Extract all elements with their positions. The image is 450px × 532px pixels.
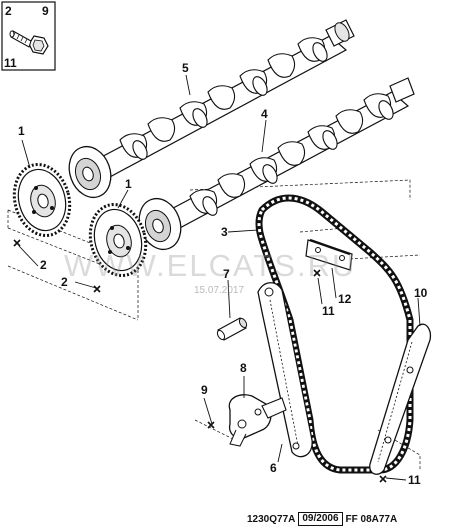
footer-code-left: 1230Q77A: [247, 513, 296, 525]
callout-12-guide: 12: [338, 292, 352, 306]
sprocket-upper: [12, 163, 72, 237]
inset-label-top-right: 9: [42, 4, 49, 18]
callout-3-chain: 3: [221, 225, 228, 239]
callout-4-camshaft: 4: [261, 107, 268, 121]
callout-1-upper-sprocket: 1: [18, 124, 25, 138]
callout-5-camshaft: 5: [182, 61, 189, 75]
callout-11-lower: 11: [408, 473, 421, 487]
watermark-text: WWW.ELCATS.RU: [64, 248, 357, 283]
footer-code-right: FF 08A77A: [345, 513, 398, 525]
callout-6-tensioner-guide: 6: [270, 461, 277, 475]
callout-2-lower: 2: [61, 275, 68, 289]
watermark-date: 15.07.2017: [194, 285, 245, 296]
camshaft-lower: [138, 77, 415, 251]
callout-7-pin: 7: [223, 267, 230, 281]
camshaft-upper: [68, 19, 355, 199]
sprocket-lower: [88, 203, 148, 277]
callout-10-guide: 10: [414, 286, 428, 300]
chain-guide-right: [369, 323, 432, 475]
inset-bolt-frame: [1, 1, 56, 71]
leader-lines: [18, 74, 421, 481]
footer-codes: 1230Q77A 09/2006 FF 08A77A: [247, 512, 397, 526]
guide-pin: [216, 317, 248, 341]
bolt-icon: [9, 30, 49, 55]
callout-11-upper: 11: [322, 304, 335, 318]
chain-guide-upper: [305, 238, 353, 271]
callout-9-bolt: 9: [201, 383, 208, 397]
tensioner-guide-left: [257, 282, 313, 458]
callout-2-upper: 2: [40, 258, 47, 272]
callout-8-tensioner: 8: [240, 361, 247, 375]
hydraulic-tensioner: [228, 394, 287, 447]
callout-1-lower-sprocket: 1: [125, 177, 132, 191]
inset-label-bottom-left: 11: [4, 56, 17, 70]
reference-lines: [7, 179, 421, 470]
fixing-marks: [13, 239, 387, 483]
footer-date: 09/2006: [298, 512, 343, 526]
inset-label-top-left: 2: [5, 4, 12, 18]
